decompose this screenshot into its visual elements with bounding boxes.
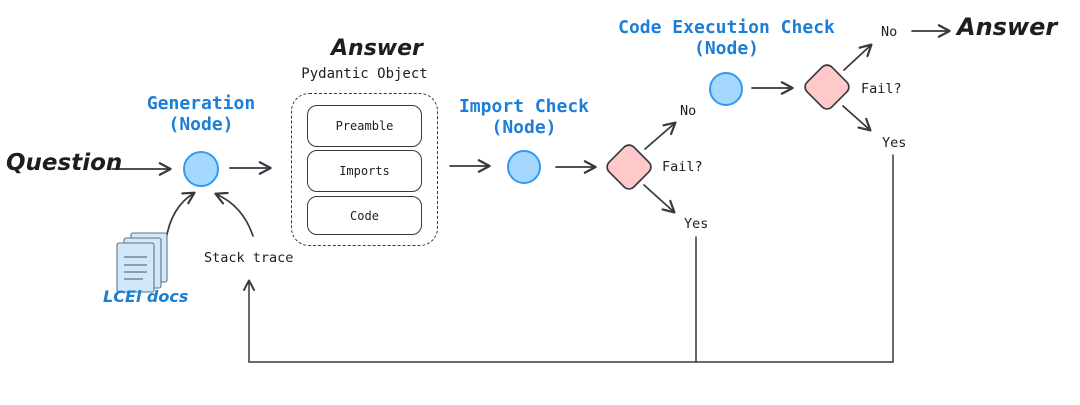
arrow-import-decision-yes xyxy=(643,184,676,214)
lcel-docs-label: LCEl docs xyxy=(103,287,189,306)
pydantic-object-label: Pydantic Object xyxy=(301,66,428,82)
field-label-preamble: Preamble xyxy=(335,119,394,133)
field-box-imports: Imports xyxy=(307,150,422,192)
arrow-exec-decision-yes xyxy=(842,105,872,132)
code-execution-title-line1: Code Execution Check xyxy=(618,17,835,38)
docs-page-front xyxy=(116,242,155,293)
import-decision-no-label: No xyxy=(680,103,697,119)
docs-icon xyxy=(116,232,168,293)
final-answer-label: Answer xyxy=(957,13,1058,41)
loop-line-exec-yes-to-stack-trace xyxy=(242,154,894,363)
generation-node-title: Generation (Node) xyxy=(111,93,291,135)
stack-trace-label: Stack trace xyxy=(204,250,294,266)
exec-decision-fail-label: Fail? xyxy=(861,81,902,97)
arrow-import-decision-no xyxy=(644,121,677,150)
exec-decision-diamond xyxy=(804,64,850,110)
arrow-exec-decision-no xyxy=(843,43,873,71)
field-label-code: Code xyxy=(350,208,379,223)
arrow-docs-to-generation xyxy=(165,191,196,241)
import-decision-fail-label: Fail? xyxy=(662,159,703,175)
field-box-code: Code xyxy=(307,196,422,235)
exec-decision-yes-label: Yes xyxy=(882,135,907,151)
import-decision-diamond xyxy=(606,144,652,190)
pydantic-object-container xyxy=(291,93,438,246)
exec-decision-no-label: No xyxy=(881,24,898,40)
answer-object-title: Answer xyxy=(331,36,423,61)
field-label-imports: Imports xyxy=(339,164,390,178)
code-execution-node-circle xyxy=(709,72,743,106)
import-check-node-title: Import Check (Node) xyxy=(434,96,614,138)
code-execution-node-title: Code Execution Check (Node) xyxy=(606,17,847,59)
question-label: Question xyxy=(6,150,123,176)
import-check-node-circle xyxy=(507,150,541,184)
code-execution-title-line2: (Node) xyxy=(693,38,760,59)
generation-node-circle xyxy=(183,151,219,187)
import-decision-yes-label: Yes xyxy=(684,216,709,232)
arrow-stack-trace-to-generation xyxy=(214,191,254,237)
import-check-title-line2: (Node) xyxy=(491,117,557,138)
import-check-title-line1: Import Check xyxy=(458,96,590,117)
field-box-preamble: Preamble xyxy=(307,105,422,147)
generation-node-title-line1: Generation xyxy=(146,93,256,114)
generation-node-title-line2: (Node) xyxy=(168,114,234,135)
